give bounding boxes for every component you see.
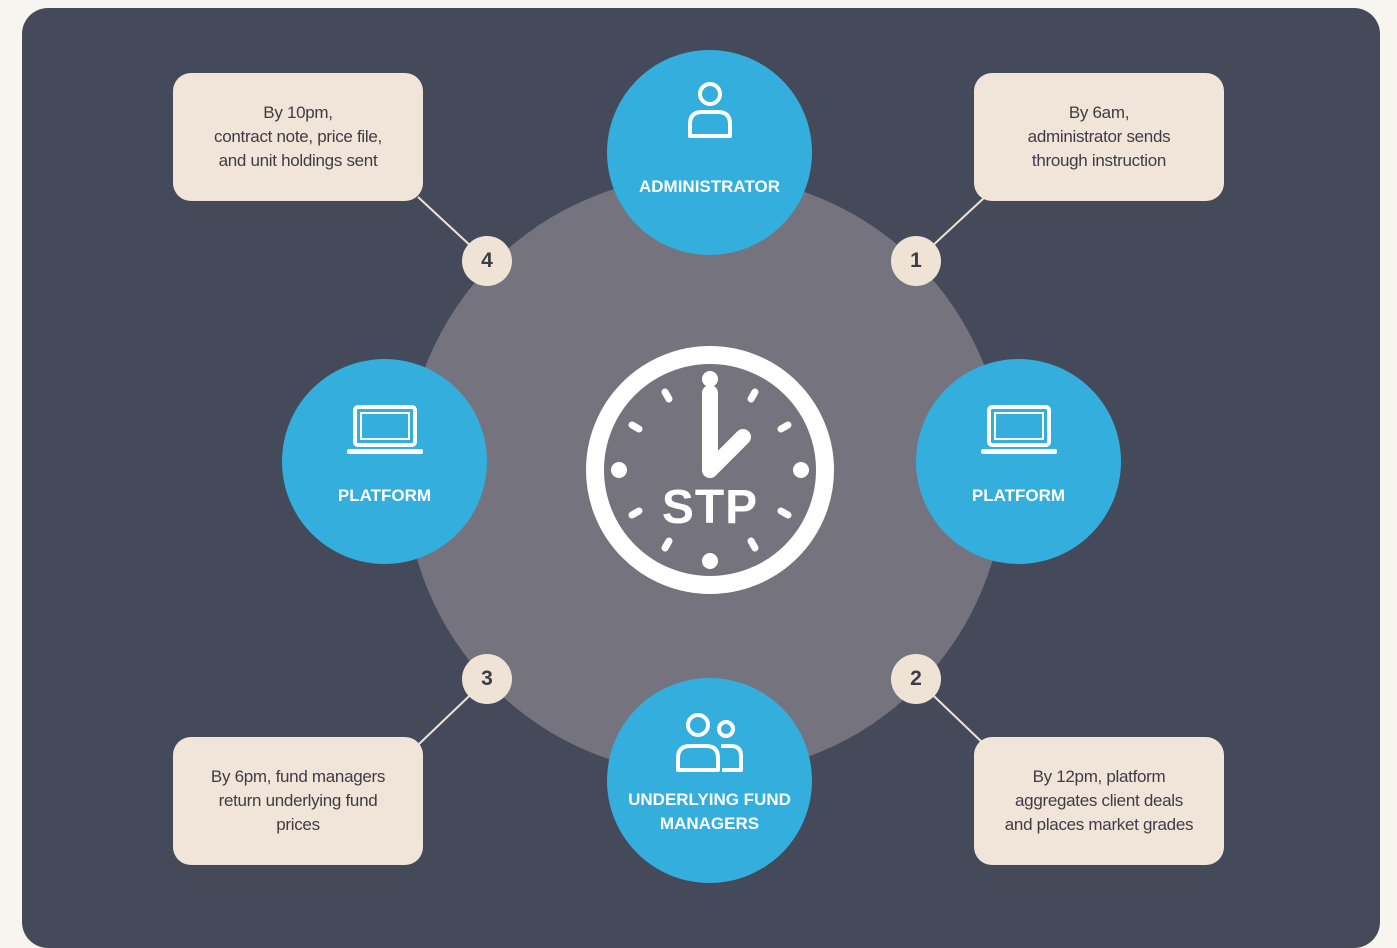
step-3-box: By 6pm, fund managers return underlying … <box>173 737 423 865</box>
step-3-text: By 6pm, fund managers return underlying … <box>210 767 386 834</box>
laptop-icon <box>346 405 423 454</box>
laptop-icon <box>980 405 1057 454</box>
step-1-box: By 6am, administrator sends through inst… <box>974 73 1224 201</box>
step-2-text: By 12pm, platform aggregates client deal… <box>1004 767 1194 834</box>
step-2-badge: 2 <box>891 654 941 704</box>
step-2-box: By 12pm, platform aggregates client deal… <box>974 737 1224 865</box>
step-1-badge: 1 <box>891 236 941 286</box>
fund-managers-node: UNDERLYING FUND MANAGERS <box>607 678 812 883</box>
step-1-text: By 6am, administrator sends through inst… <box>1027 103 1171 170</box>
clock-icon <box>586 346 834 594</box>
administrator-label: ADMINISTRATOR <box>638 177 781 196</box>
step-3-badge: 3 <box>462 654 512 704</box>
center-label: STP <box>661 481 759 534</box>
step-4-box: By 10pm, contract note, price file, and … <box>173 73 423 201</box>
platform-label-right: PLATFORM <box>971 486 1066 505</box>
person-icon <box>687 82 732 138</box>
administrator-node: ADMINISTRATOR <box>607 50 812 255</box>
platform-label-left: PLATFORM <box>337 486 432 505</box>
people-icon <box>675 713 743 772</box>
step-4-text: By 10pm, contract note, price file, and … <box>214 103 382 170</box>
platform-node-left: PLATFORM <box>282 359 487 564</box>
fund-managers-label: UNDERLYING FUND MANAGERS <box>628 790 791 833</box>
step-4-badge: 4 <box>462 236 512 286</box>
platform-node-right: PLATFORM <box>916 359 1121 564</box>
